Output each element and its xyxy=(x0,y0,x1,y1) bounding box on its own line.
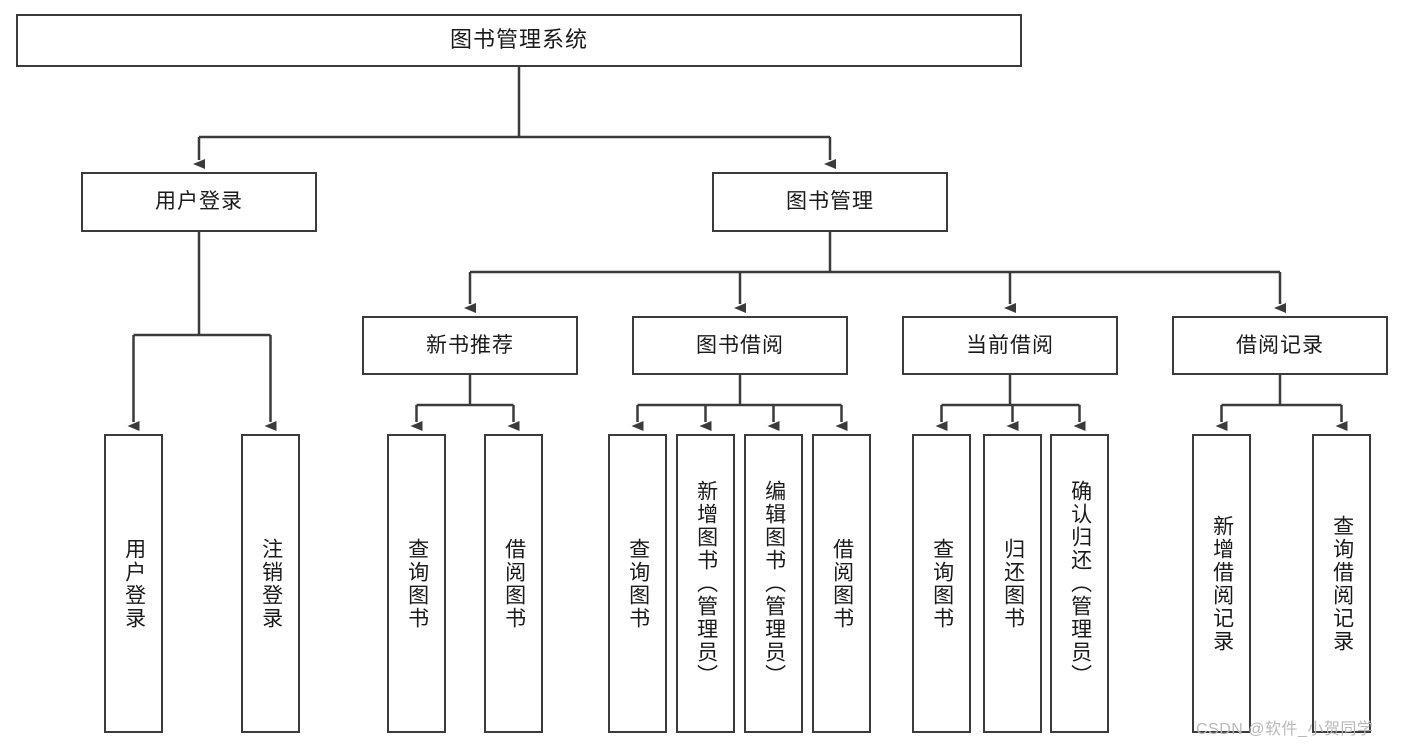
node-leaf-login-2[interactable]: 注销登录 xyxy=(241,434,300,733)
node-leaf-newbook-2[interactable]: 借阅图书 xyxy=(484,434,543,733)
node-leaf-login-1[interactable]: 用户登录 xyxy=(104,434,163,733)
node-label: 新增图书（管理员） xyxy=(694,480,718,687)
node-label: 借阅图书 xyxy=(830,537,854,630)
node-label: 当前借阅 xyxy=(966,333,1054,357)
node-leaf-records-1[interactable]: 新增借阅记录 xyxy=(1192,434,1251,733)
node-label: 图书管理 xyxy=(786,190,874,214)
node-leaf-current-1[interactable]: 查询图书 xyxy=(912,434,971,733)
node-bookmgmt[interactable]: 图书管理 xyxy=(712,172,948,232)
node-label: 图书借阅 xyxy=(696,333,784,357)
node-borrow[interactable]: 图书借阅 xyxy=(632,316,848,375)
node-label: 借阅图书 xyxy=(502,537,526,630)
node-label: 查询借阅记录 xyxy=(1330,514,1354,653)
node-label: 查询图书 xyxy=(626,537,650,630)
node-label: 查询图书 xyxy=(405,537,429,630)
node-label: 用户登录 xyxy=(122,537,146,630)
node-leaf-records-2[interactable]: 查询借阅记录 xyxy=(1312,434,1371,733)
node-label: 用户登录 xyxy=(155,190,243,214)
node-label: 借阅记录 xyxy=(1236,333,1324,357)
node-label: 编辑图书（管理员） xyxy=(762,480,786,687)
node-leaf-newbook-1[interactable]: 查询图书 xyxy=(387,434,446,733)
node-label: 注销登录 xyxy=(259,537,283,630)
node-leaf-current-3[interactable]: 确认归还（管理员） xyxy=(1050,434,1109,733)
node-records[interactable]: 借阅记录 xyxy=(1172,316,1388,375)
node-leaf-current-2[interactable]: 归还图书 xyxy=(983,434,1042,733)
node-root[interactable]: 图书管理系统 xyxy=(16,14,1022,67)
node-label: 新增借阅记录 xyxy=(1210,514,1234,653)
node-label: 图书管理系统 xyxy=(449,27,588,53)
node-leaf-borrow-4[interactable]: 借阅图书 xyxy=(812,434,871,733)
node-newbook[interactable]: 新书推荐 xyxy=(362,316,578,375)
node-label: 归还图书 xyxy=(1001,537,1025,630)
node-leaf-borrow-3[interactable]: 编辑图书（管理员） xyxy=(744,434,803,733)
node-leaf-borrow-1[interactable]: 查询图书 xyxy=(608,434,667,733)
node-leaf-borrow-2[interactable]: 新增图书（管理员） xyxy=(676,434,735,733)
node-login[interactable]: 用户登录 xyxy=(81,172,317,232)
node-current[interactable]: 当前借阅 xyxy=(902,316,1118,375)
node-label: 新书推荐 xyxy=(426,333,514,357)
node-label: 确认归还（管理员） xyxy=(1068,480,1092,687)
csdn-watermark: CSDN @软件_小贺同学 xyxy=(1196,721,1374,738)
node-label: 查询图书 xyxy=(930,537,954,630)
